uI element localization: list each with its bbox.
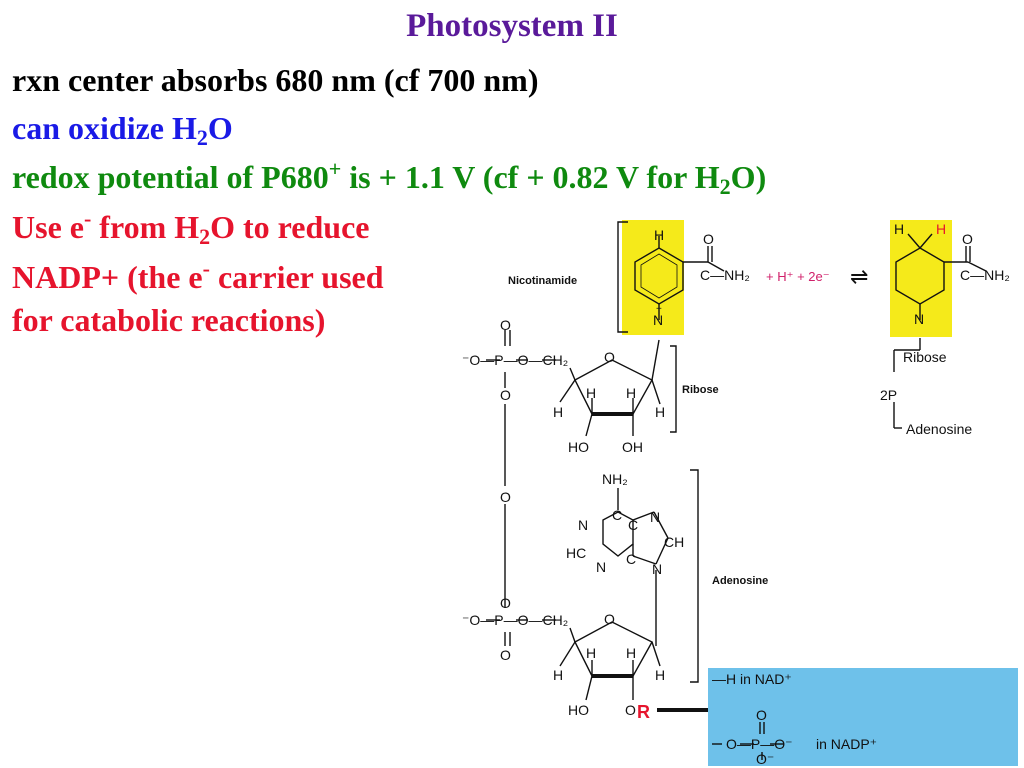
svg-text:C—NH₂: C—NH₂	[700, 267, 750, 283]
svg-text:H: H	[655, 667, 665, 683]
nad-box-line: —H in NAD⁺	[712, 671, 792, 687]
svg-text:O: O	[500, 647, 511, 663]
text: redox potential of P680	[12, 159, 329, 195]
svg-text:H: H	[626, 645, 636, 661]
line-nadp-carrier: NADP+ (the e- carrier used	[12, 256, 384, 296]
svg-text:⁻O—P—O—CH₂: ⁻O—P—O—CH₂	[462, 352, 568, 368]
svg-text:C: C	[612, 507, 622, 523]
text: carrier used	[209, 259, 384, 295]
svg-text:O—P—O⁻: O—P—O⁻	[726, 736, 793, 752]
text: Use e	[12, 209, 84, 245]
nicotinamide-label: Nicotinamide	[508, 275, 577, 287]
svg-text:H: H	[626, 385, 636, 401]
line-reaction-center: rxn center absorbs 680 nm (cf 700 nm)	[12, 62, 539, 98]
superscript: +	[328, 156, 342, 181]
svg-text:H: H	[586, 645, 596, 661]
svg-text:C: C	[628, 517, 638, 533]
svg-text:HO: HO	[568, 702, 589, 718]
text: can oxidize H	[12, 110, 197, 146]
text: is + 1.1 V (cf + 0.82 V for H	[341, 159, 720, 195]
svg-text:O⁻: O⁻	[756, 751, 774, 767]
svg-text:N: N	[596, 559, 606, 575]
svg-text:O: O	[756, 707, 767, 723]
subscript: 2	[199, 224, 211, 249]
nadp-box-line: in NADP⁺	[816, 736, 877, 752]
svg-text:O: O	[500, 489, 511, 505]
svg-text:H: H	[655, 404, 665, 420]
subscript: 2	[196, 125, 208, 150]
text: O	[207, 110, 233, 146]
subscript: 2	[719, 174, 731, 199]
line-catabolic: for catabolic reactions)	[12, 302, 326, 338]
svg-text:O: O	[703, 231, 714, 247]
svg-text:H: H	[553, 404, 563, 420]
reduced-2p-label: 2P	[880, 387, 897, 403]
ribose-label: Ribose	[682, 384, 719, 396]
svg-text:H: H	[586, 385, 596, 401]
svg-text:+: +	[656, 304, 662, 315]
text: from H	[91, 209, 200, 245]
svg-text:N: N	[650, 509, 660, 525]
reduced-highlight	[890, 220, 952, 337]
adenosine-label: Adenosine	[712, 575, 768, 587]
hplus-2e-label: + H⁺ + 2e⁻	[766, 269, 830, 284]
reduced-ribose-label: Ribose	[903, 349, 947, 365]
svg-text:H: H	[654, 227, 664, 243]
line-oxidize-water: can oxidize H2O	[12, 110, 233, 151]
r-group-label: R	[637, 702, 650, 722]
svg-text:N: N	[914, 311, 924, 327]
superscript: -	[202, 256, 210, 281]
svg-text:H: H	[936, 221, 946, 237]
svg-text:O: O	[500, 387, 511, 403]
superscript: -	[83, 206, 92, 231]
svg-text:O: O	[962, 231, 973, 247]
svg-text:O: O	[500, 595, 511, 611]
svg-text:CH: CH	[664, 534, 684, 550]
svg-text:C: C	[626, 551, 636, 567]
slide-title: Photosystem II	[406, 8, 618, 44]
svg-text:O: O	[625, 702, 636, 718]
svg-text:OH: OH	[622, 439, 643, 455]
line-use-electrons: Use e- from H2O to reduce	[12, 206, 370, 250]
svg-text:NH₂: NH₂	[602, 471, 628, 487]
svg-text:O: O	[604, 611, 615, 627]
svg-text:⁻O—P—O—CH₂: ⁻O—P—O—CH₂	[462, 612, 568, 628]
svg-text:O: O	[500, 317, 511, 333]
text: NADP+ (the e	[12, 259, 203, 295]
reduced-adenosine-label: Adenosine	[906, 421, 972, 437]
svg-text:HC: HC	[566, 545, 586, 561]
text: O)	[730, 159, 767, 195]
svg-text:H: H	[553, 667, 563, 683]
svg-text:HO: HO	[568, 439, 589, 455]
svg-text:H: H	[894, 221, 904, 237]
line-redox-potential: redox potential of P680+ is + 1.1 V (cf …	[12, 156, 766, 200]
svg-text:N: N	[578, 517, 588, 533]
text: O to reduce	[210, 209, 370, 245]
equilibrium-arrow: ⇌	[850, 264, 868, 289]
nicotinamide-highlight	[622, 220, 684, 335]
svg-text:C—NH₂: C—NH₂	[960, 267, 1010, 283]
svg-text:O: O	[604, 349, 615, 365]
nadp-box	[708, 668, 1018, 766]
svg-text:N: N	[653, 312, 663, 328]
svg-text:N: N	[652, 561, 662, 577]
